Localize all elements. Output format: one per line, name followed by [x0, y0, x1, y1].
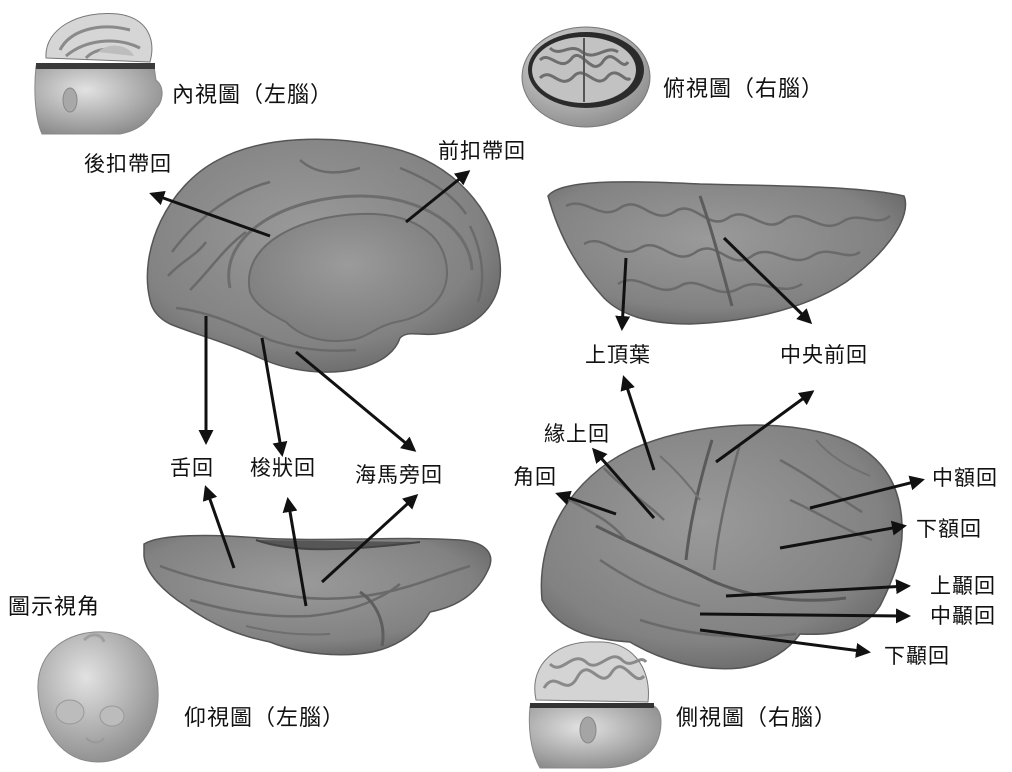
view-angle-thumbnail [38, 632, 158, 762]
label-parahippocampal: 海馬旁回 [355, 465, 443, 486]
bottom-view-title: 仰視圖（左腦） [184, 708, 345, 730]
top-brain-illustration [548, 182, 906, 324]
label-angular: 角回 [513, 467, 557, 488]
label-inferior-frontal: 下額回 [916, 519, 982, 540]
lateral-view-title: 側視圖（右腦） [676, 708, 837, 730]
label-posterior-cingulate: 後扣帶回 [84, 154, 172, 175]
label-inferior-temporal: 下顳回 [884, 646, 950, 667]
label-lingual: 舌回 [170, 458, 214, 479]
label-superior-parietal: 上頂葉 [585, 345, 651, 366]
bottom-brain-illustration [144, 536, 491, 655]
label-middle-frontal: 中額回 [932, 468, 998, 489]
label-fusiform: 梭狀回 [250, 458, 316, 479]
medial-view-title: 內視圖（左腦） [172, 85, 333, 107]
medial-view-thumbnail [35, 13, 162, 134]
top-view-title: 俯視圖（右腦） [663, 79, 824, 101]
label-superior-temporal: 上顳回 [930, 576, 996, 597]
medial-brain-illustration [147, 139, 500, 372]
lateral-view-thumbnail [529, 642, 661, 768]
label-supramarginal: 緣上回 [544, 424, 610, 445]
label-precentral: 中央前回 [780, 345, 868, 366]
label-middle-temporal: 中顳回 [930, 606, 996, 627]
top-view-thumbnail [522, 27, 650, 127]
view-angle-caption: 圖示視角 [8, 597, 100, 619]
arrow-middle-temporal [700, 614, 908, 616]
label-anterior-cingulate: 前扣帶回 [438, 141, 526, 162]
